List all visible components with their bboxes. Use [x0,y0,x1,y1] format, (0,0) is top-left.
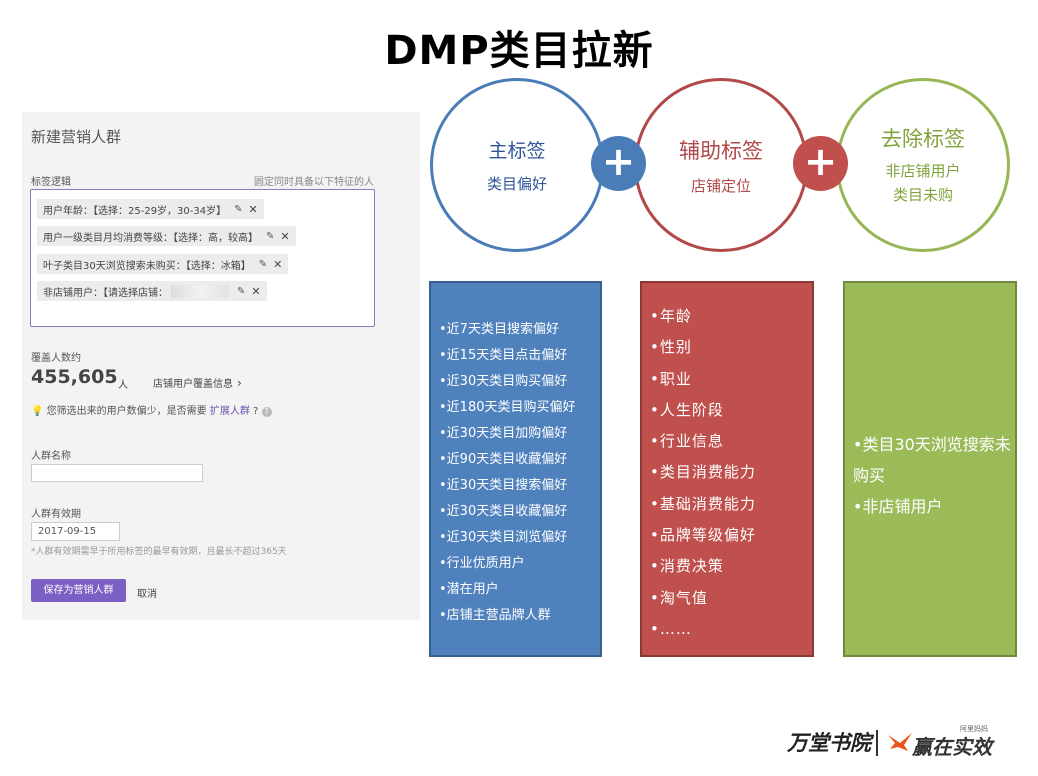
exclude-tag-list: •类目30天浏览搜索未购买 •非店铺用户 [853,429,1015,522]
validity-date-input[interactable]: 2017-09-15 [31,522,120,541]
validity-note: *人群有效期需早于所用标签的最早有效期，且最长不超过365天 [31,547,287,557]
logo-divider [876,730,878,756]
auxiliary-tag-item: •品牌等级偏好 [650,526,756,545]
circle-subtitle: 类目偏好 [486,175,547,193]
auxiliary-tag-item: •…… [650,619,692,638]
plus-icon: + [793,136,848,191]
edit-icon[interactable]: ✎ [234,203,243,215]
main-tag-item: •潜在用户 [439,582,499,597]
few-users-warning: 💡 您筛选出来的用户数偏少，是否需要 扩展人群 ? ? [31,402,272,417]
auxiliary-tag-circle: 辅助标签 店铺定位 [634,78,808,252]
close-icon[interactable]: ✕ [273,257,283,271]
validity-label: 人群有效期 [31,509,81,520]
main-tag-item: •近15天类目点击偏好 [439,348,568,363]
tag-non-store-user[interactable]: 非店铺用户：【请选择店铺： ✎ ✕ [37,281,267,301]
circle-subtitle: 店铺定位 [690,176,751,195]
close-icon[interactable]: ✕ [251,284,261,298]
coverage-count: 455,605 [31,366,118,388]
tag-box[interactable]: 用户年龄：【选择：25-29岁，30-34岁】 ✎ ✕ 用户一级类目月均消费等级… [30,189,375,327]
bird-icon [888,733,912,751]
main-tag-item: •近7天类目搜索偏好 [439,322,559,337]
auxiliary-tag-item: •淘气值 [650,588,708,607]
cancel-button[interactable]: 取消 [137,589,157,600]
coverage-unit: 人 [118,380,128,391]
exclude-tag-item: •类目30天浏览搜索未购买 [853,435,1011,485]
main-tag-item: •行业优质用户 [439,556,525,571]
save-audience-button[interactable]: 保存为营销人群 [31,579,126,602]
audience-name-input[interactable] [31,464,203,482]
edit-icon[interactable]: ✎ [237,285,246,297]
form-title: 新建营销人群 [31,128,122,146]
auxiliary-tag-item: •年龄 [650,307,692,325]
coverage-label: 覆盖人数约 [31,353,81,364]
blurred-store-name [171,284,229,298]
auxiliary-tag-item: •职业 [650,369,692,388]
tag-leaf-category[interactable]: 叶子类目30天浏览搜索未购买：【选择：冰箱】 ✎ ✕ [37,254,289,274]
auxiliary-tag-list-box: •年龄 •性别 •职业 •人生阶段 •行业信息 •类目消费能力 •基础消费能力 •品牌等级偏好… [640,281,814,657]
auxiliary-tag-item: •行业信息 [650,432,724,451]
tag-text: 用户年龄：【选择：25-29岁，30-34岁】 [43,205,227,217]
circle-subtitle: 非店铺用户 类目未购 [885,162,961,204]
tag-consumption-level[interactable]: 用户一级类目月均消费等级：【选择：高，较高】 ✎ ✕ [37,226,296,246]
close-icon[interactable]: ✕ [248,202,258,216]
auxiliary-tag-item: •消费决策 [650,557,724,576]
slide-title: DMP类目拉新 [384,28,654,74]
tag-text: 用户一级类目月均消费等级：【选择：高，较高】 [43,232,258,244]
tag-text: 非店铺用户：【请选择店铺： [43,287,168,299]
logo-text: 赢在实效 [912,735,992,759]
chevron-right-icon: › [237,376,242,390]
main-tag-item: •近30天类目购买偏好 [439,374,568,389]
main-tag-item: •近30天类目搜索偏好 [439,478,568,493]
exclude-tag-circle: 去除标签 非店铺用户 类目未购 [836,78,1010,252]
main-tag-item: •近30天类目浏览偏好 [439,530,568,545]
store-coverage-link[interactable]: 店铺用户覆盖信息› [153,376,242,390]
tag-text: 叶子类目30天浏览搜索未购买：【选择：冰箱】 [43,260,251,272]
tag-age[interactable]: 用户年龄：【选择：25-29岁，30-34岁】 ✎ ✕ [37,199,264,219]
circle-heading: 主标签 [488,140,546,162]
circle-heading: 去除标签 [881,127,965,151]
exclude-tag-list-box: •类目30天浏览搜索未购买 •非店铺用户 [843,281,1017,657]
tag-logic-label: 标签逻辑 [31,177,71,188]
logo-small-text: 阿里妈妈 [960,725,988,733]
main-tag-circle: 主标签 类目偏好 [430,78,604,252]
auxiliary-tag-item: •性别 [650,338,692,357]
main-tag-item: •近90天类目收藏偏好 [439,452,568,467]
auxiliary-tag-item: •人生阶段 [650,400,724,419]
wantang-logo: 万堂书院 [787,730,871,755]
help-icon[interactable]: ? [261,407,272,417]
expand-audience-link[interactable]: 扩展人群 [209,406,250,417]
lightbulb-icon: 💡 [31,406,44,417]
alimama-logo: 赢在实效 阿里妈妈 [886,724,1002,760]
main-tag-item: •近30天类目加购偏好 [439,426,568,441]
main-tag-list: •近7天类目搜索偏好 •近15天类目点击偏好 •近30天类目购买偏好 •近180天类目… [439,320,575,632]
new-audience-form: 新建营销人群 标签逻辑 圆定同时具备以下特征的人 用户年龄：【选择：25-29岁… [22,112,420,620]
exclude-tag-item: •非店铺用户 [853,497,943,516]
audience-name-label: 人群名称 [31,451,71,462]
auxiliary-tag-list: •年龄 •性别 •职业 •人生阶段 •行业信息 •类目消费能力 •基础消费能力 •品牌等级偏好… [650,305,756,649]
main-tag-item: •近30天类目收藏偏好 [439,504,568,519]
plus-icon: + [591,136,646,191]
close-icon[interactable]: ✕ [280,229,290,243]
tag-logic-hint: 圆定同时具备以下特征的人 [254,177,374,188]
main-tag-item: •近180天类目购买偏好 [439,400,576,415]
circle-heading: 辅助标签 [679,138,763,163]
edit-icon[interactable]: ✎ [266,230,275,242]
main-tag-item: •店铺主营品牌人群 [439,608,551,623]
edit-icon[interactable]: ✎ [258,258,268,270]
auxiliary-tag-item: •基础消费能力 [650,494,756,513]
main-tag-list-box: •近7天类目搜索偏好 •近15天类目点击偏好 •近30天类目购买偏好 •近180天类目… [429,281,602,657]
auxiliary-tag-item: •类目消费能力 [650,463,756,482]
